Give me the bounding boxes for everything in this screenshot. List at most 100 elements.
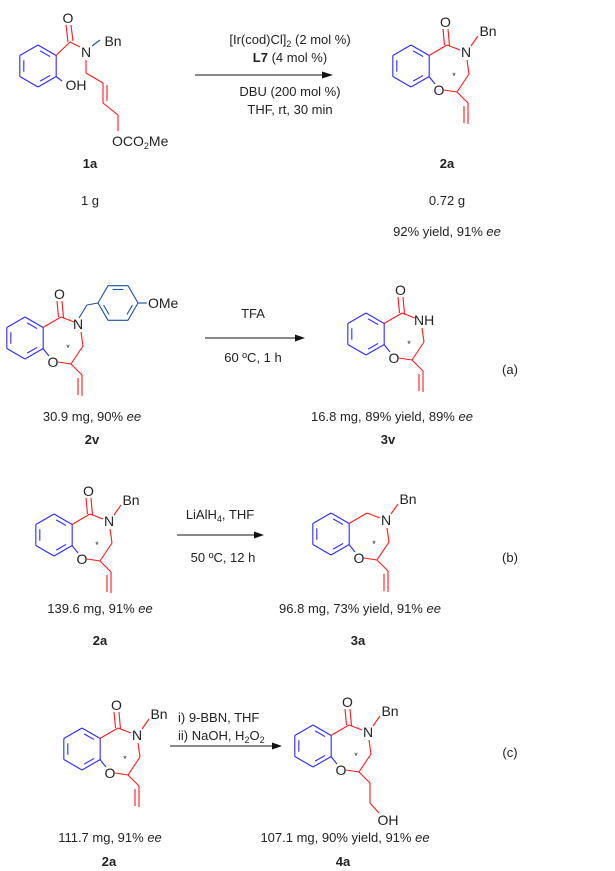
ring-oxygen: O [48,354,59,370]
stereocenter-asterisk: * [407,339,411,349]
carbonyl-oxygen: O [111,697,122,713]
ring-bond [6,316,26,328]
caption-3v: 16.8 mg, 89% yield, 89% ee [311,409,473,424]
bond [411,341,425,361]
ring-double-bond [26,346,38,354]
amide-nh: N [73,316,83,332]
bond [348,544,356,553]
arrow-b [177,531,264,539]
bond [456,73,470,93]
scheme-tag-c: (c) [502,745,517,760]
bond [428,44,448,56]
carbonyl-oxygen: O [63,10,74,26]
bond [70,345,84,365]
ring-bond [294,756,314,768]
carbonyl-oxygen: O [83,483,94,499]
bond [369,802,380,814]
bond [368,739,372,755]
scheme-tag-a: (a) [502,362,518,377]
ring-double-bond [367,342,379,350]
caption-4a: 107.1 mg, 90% yield, 91% ee [260,830,429,845]
ring-oxygen: O [105,765,116,781]
carbonyl-oxygen: O [440,14,451,30]
bond [348,512,368,524]
carbonyl-bond [447,28,451,47]
bond [71,545,79,554]
benzene-ring [312,512,350,556]
ring-bond [81,759,101,771]
bond [383,344,391,353]
ring-double-bond [332,542,344,550]
bond [401,312,416,319]
ring-bond [24,348,44,360]
ring-double-bond [83,733,95,741]
ring-double-bond [103,304,110,315]
carbonyl-bond [56,300,60,318]
bond [70,24,74,42]
nitrogen: N [81,44,91,60]
ring-double-bond [314,730,326,738]
benzene-ring [294,724,332,768]
molecule-structures: ONBnOHOCO2MeONBnO*ONO*OMeONHO*ONBnO*NBnO… [6,10,497,828]
carbonyl-bond [402,296,406,315]
ring-bond [365,312,385,324]
benzene-ring [6,316,44,360]
bond [114,772,129,776]
ring-double-bond [39,74,51,82]
ring-bond [294,724,314,736]
ring-bond [81,727,101,739]
step-2: ii) NaOH, H2O2 [178,728,265,745]
benzene-ring [35,513,73,557]
ring-bond [392,76,412,88]
bond [99,560,112,573]
ring-bond [312,724,332,736]
bond [57,361,72,365]
bond [86,558,101,562]
carbonyl-bond [349,708,353,727]
carbonyl-bond [61,300,65,319]
amount-1a: 1 g [81,193,99,208]
ring-bond [127,302,139,321]
bond [55,76,63,82]
bond [42,348,50,357]
bond [102,102,119,116]
methoxy-group: OMe [148,295,179,311]
carbonyl-bond [442,28,446,46]
solvent-line: THF, rt, 30 min [247,102,332,117]
carbonyl-bond [344,708,348,726]
arrow-a [205,334,305,342]
compound-label-1a: 1a [83,156,98,171]
bond [69,41,81,48]
arrow-top [195,71,333,79]
ring-double-bond [314,754,326,762]
carbonyl-bond [397,296,401,314]
bond [91,39,101,47]
benzene-ring [19,44,57,88]
conditions-a: 60 ºC, 1 h [224,350,282,365]
compound-label-2v: 2v [85,432,100,447]
hydroxyl: OH [378,812,399,828]
ring-bond [365,344,385,356]
scheme-tag-b: (b) [502,550,518,565]
ring-bond [347,312,367,324]
ring-bond [53,513,73,525]
nitrogen: N [363,724,373,740]
benzyl-group: Bn [150,706,167,722]
compound-label-2a-c: 2a [102,854,117,869]
stereocenter-asterisk: * [452,71,456,81]
ring-double-bond [367,318,379,326]
benzene-ring [347,312,385,356]
ring-oxygen: O [389,350,400,366]
ring-bond [63,727,83,739]
ring-bond [127,285,139,304]
ring-bond [330,512,350,524]
ring-bond [312,512,332,524]
nitrogen: N [461,44,471,60]
carbonyl-bond [90,497,94,516]
ring-bond [35,545,55,557]
bond [358,753,372,773]
